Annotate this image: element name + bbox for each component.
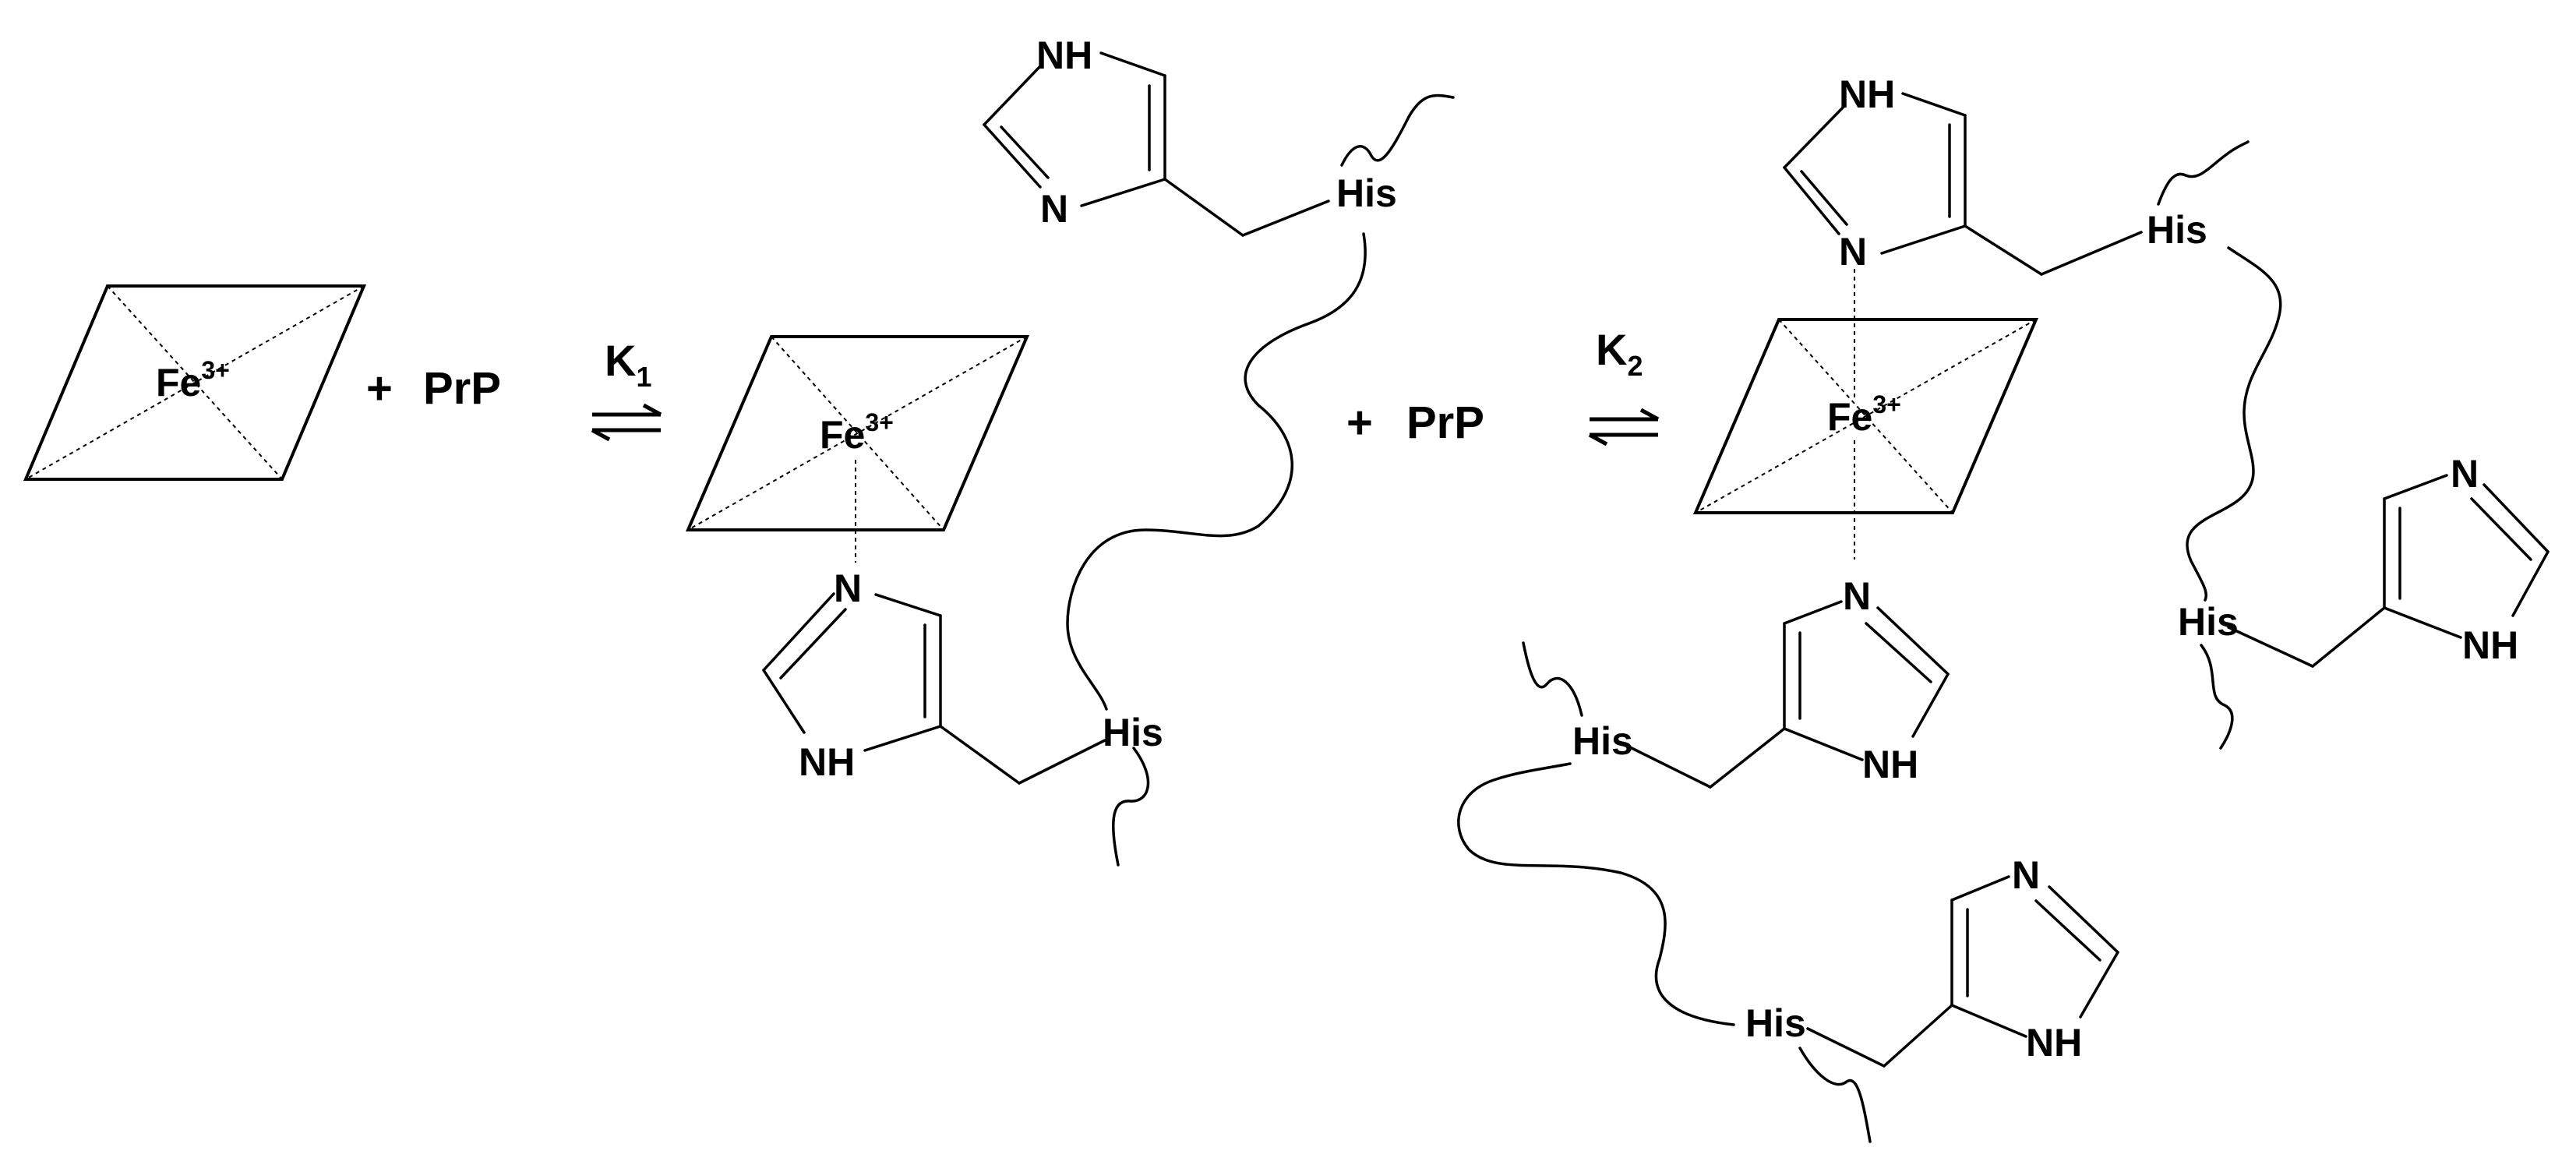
histidine-label: His xyxy=(1336,171,1397,215)
free-heme: Fe3+ xyxy=(23,284,367,481)
imidazole-nh: NH xyxy=(1036,34,1092,77)
imidazole-ring: NH N xyxy=(983,34,1330,237)
iron-label: Fe3+ xyxy=(1827,390,1901,439)
iron-label: Fe3+ xyxy=(156,356,230,404)
imidazole-ring: N NH xyxy=(762,567,1106,785)
equilibrium-constant-1: K1 xyxy=(605,336,651,393)
imidazole-nh: NH xyxy=(1862,743,1918,786)
equilibrium-arrow-2: K2 xyxy=(1588,325,1660,447)
imidazole-n: N xyxy=(2451,452,2479,496)
histidine-label: His xyxy=(2147,208,2207,252)
imidazole-n: N xyxy=(834,567,862,610)
histidine-label: His xyxy=(1745,1001,1806,1045)
imidazole-nh: NH xyxy=(2026,1021,2082,1064)
imidazole-ring: N NH xyxy=(2227,452,2550,668)
imidazole-n: N xyxy=(1843,574,1871,618)
plus-sign: + xyxy=(1346,397,1373,448)
histidine-label: His xyxy=(2178,600,2239,644)
imidazole-n: N xyxy=(1839,230,1867,274)
prion-label: PrP xyxy=(1406,397,1484,448)
imidazole-nh: NH xyxy=(2462,623,2518,667)
mono-histidine-complex: Fe3+ NH N His N NH xyxy=(685,34,1455,867)
equilibrium-arrow-1: K1 xyxy=(591,336,662,442)
imidazole-n: N xyxy=(2012,853,2040,897)
imidazole-n: N xyxy=(1040,187,1068,231)
imidazole-ring: N NH xyxy=(1627,574,1950,789)
histidine-label: His xyxy=(1572,719,1633,763)
equilibrium-constant-2: K2 xyxy=(1596,325,1643,382)
imidazole-ring: N NH xyxy=(1806,853,2119,1068)
imidazole-ring: NH N xyxy=(1783,72,2143,276)
prion-label: PrP xyxy=(423,363,501,414)
bis-histidine-complex: Fe3+ NH N His N NH xyxy=(1457,72,2550,1143)
imidazole-nh: NH xyxy=(799,740,855,784)
iron-label: Fe3+ xyxy=(820,408,894,457)
imidazole-nh: NH xyxy=(1839,72,1895,116)
plus-sign: + xyxy=(366,363,393,414)
